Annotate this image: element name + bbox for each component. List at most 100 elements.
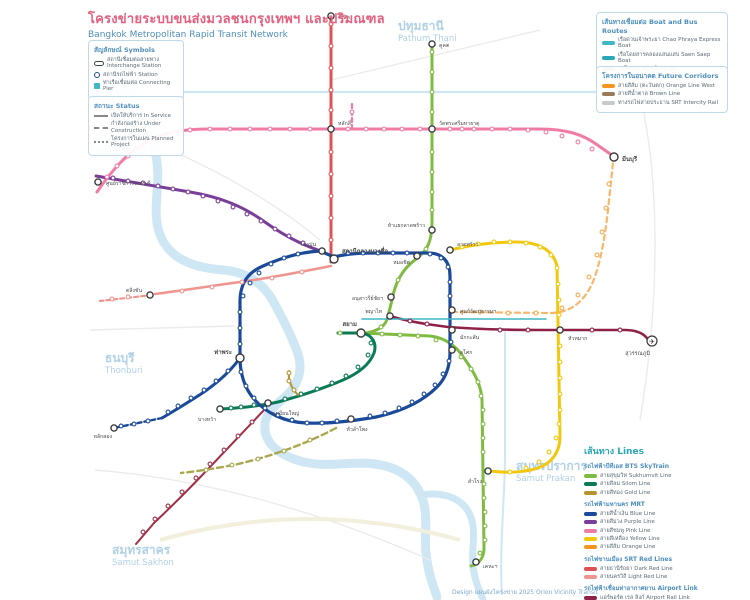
station-purple xyxy=(200,193,206,199)
station-yellow xyxy=(523,240,529,246)
station-green-main xyxy=(429,69,435,75)
airplane-icon: ✈ xyxy=(649,338,655,346)
station-darkgreen xyxy=(368,340,374,346)
station-srt-southwest xyxy=(140,529,146,535)
station-purple xyxy=(170,186,176,192)
line-color-chip xyxy=(584,537,597,542)
station-orange-east xyxy=(505,310,511,316)
station-blue-loop xyxy=(247,280,253,286)
station-red-west xyxy=(179,288,185,294)
station-green-east xyxy=(379,331,385,337)
interchange-station xyxy=(110,424,118,432)
station-purple xyxy=(185,189,191,195)
station-orange-east xyxy=(477,309,483,315)
interchange-station xyxy=(472,558,480,566)
road xyxy=(330,29,541,81)
station-olive-planned xyxy=(203,467,209,473)
station-pink xyxy=(489,126,495,132)
line-legend-label: สายสีน้ำเงิน Blue Line xyxy=(600,510,656,517)
station-blue-tail-ext xyxy=(118,423,124,429)
station-blue-loop xyxy=(445,264,451,270)
station-blue-loop xyxy=(438,255,444,261)
station-srt-southwest xyxy=(165,503,171,509)
station-orange-east xyxy=(599,229,605,235)
station-srt-southwest xyxy=(249,419,255,425)
station-red-north xyxy=(328,43,334,49)
station-label: คูคต xyxy=(439,43,449,49)
station-blue-loop xyxy=(237,341,243,347)
station-green-east xyxy=(415,333,421,339)
station-blue-tail xyxy=(175,403,181,409)
station-pink xyxy=(559,133,565,139)
station-red-north xyxy=(328,237,334,243)
station-label: ศูนย์ราชการนนทบุรี xyxy=(106,180,151,187)
map-title-english: Bangkok Metropolitan Rapid Transit Netwo… xyxy=(88,30,288,40)
symbol-legend-item: สถานีรถไฟฟ้า Station xyxy=(94,72,178,78)
line-legend-label: สายสุขุมวิท Sukhumvit Line xyxy=(600,473,672,479)
station-label: ลาดพร้าว xyxy=(457,241,479,248)
svg-text:ธนบุรี: ธนบุรี xyxy=(105,351,135,366)
future-legend: โครงการในอนาคต Future Corridors สายสีส้ม… xyxy=(596,66,728,113)
station-pink xyxy=(363,126,369,132)
waterway xyxy=(500,331,506,595)
symbols-legend: สัญลักษณ์ Symbols สถานีเชื่อมต่อสายทาง I… xyxy=(88,40,184,100)
station-label: ห้าแยกลาดพร้าว xyxy=(388,222,425,229)
station-blue-tail-ext xyxy=(145,418,151,424)
interchange-station xyxy=(347,415,355,423)
legend-item-label: เรือด่วนเจ้าพระยา Chao Phraya Express Bo… xyxy=(618,37,721,50)
station-pink xyxy=(507,126,513,132)
station-arl xyxy=(589,327,595,333)
line-legend-item: สายสีม่วง Purple Line xyxy=(584,519,732,525)
interchange-station xyxy=(428,125,436,133)
station-red-north xyxy=(328,149,334,155)
line-green-east xyxy=(360,331,486,568)
station-green-east xyxy=(482,509,488,515)
line-legend-label: สายสีชมพู Pink Line xyxy=(600,527,651,534)
airport-label: สุวรรณภูมิ xyxy=(625,350,650,357)
line-color-chip xyxy=(584,528,597,533)
station-darkgreen xyxy=(329,380,335,386)
line-color-chip xyxy=(584,482,597,487)
route-color-chip xyxy=(602,92,615,97)
line-legend-item: สายสีเหลือง Yellow Line xyxy=(584,536,732,542)
region-label: ธนบุรีThonburi xyxy=(104,351,143,376)
interchange-station xyxy=(413,252,421,260)
station-blue-loop xyxy=(404,250,410,256)
interchange-station xyxy=(609,152,619,162)
line-legend-item: แอร์พอร์ต เรล ลิงก์ Airport Rail Link xyxy=(584,595,732,600)
station-green-east xyxy=(433,337,439,343)
station-pink xyxy=(287,126,293,132)
route-color-chip xyxy=(602,55,615,60)
footer-credit: Design แผนผังโครงข่าย 2025 Orion Vicinit… xyxy=(452,589,599,596)
station-purple xyxy=(230,204,236,210)
line-color-chip xyxy=(584,566,597,571)
station-yellow xyxy=(548,252,554,258)
interchange-station xyxy=(356,328,366,338)
station-blue-loop xyxy=(237,325,243,331)
station-srt-southwest xyxy=(193,475,199,481)
station-blue-loop xyxy=(447,293,453,299)
station-green-main xyxy=(429,169,435,175)
station-blue-loop xyxy=(251,395,257,401)
road xyxy=(94,469,431,561)
station-gold xyxy=(286,378,292,384)
line-legend-item: สายสีส้ม Orange Line xyxy=(584,544,732,550)
interchange-station xyxy=(386,312,394,320)
station-yellow xyxy=(554,265,560,271)
station-yellow xyxy=(536,459,542,465)
line-legend-label: แอร์พอร์ต เรล ลิงก์ Airport Rail Link xyxy=(600,595,690,600)
interchange-station xyxy=(216,405,224,413)
map-title: โครงข่ายระบบขนส่งมวลชนกรุงเทพฯ และปริมณฑ… xyxy=(88,8,385,40)
status-legend-item: โครงการในแผน Planned Project xyxy=(94,136,178,149)
station-darkgreen xyxy=(298,391,304,397)
station-green-east xyxy=(481,481,487,487)
station-yellow xyxy=(546,449,552,455)
status-label: กำลังก่อสร้าง Under Construction xyxy=(111,121,161,134)
station-orange-east xyxy=(603,205,609,211)
station-label: หัวลำโพง xyxy=(346,426,368,433)
station-pink xyxy=(575,139,581,145)
station-purple xyxy=(258,218,264,224)
station-label: ท่าพระ xyxy=(214,349,232,356)
station-gold xyxy=(286,370,292,376)
status-line-sample xyxy=(94,115,108,118)
